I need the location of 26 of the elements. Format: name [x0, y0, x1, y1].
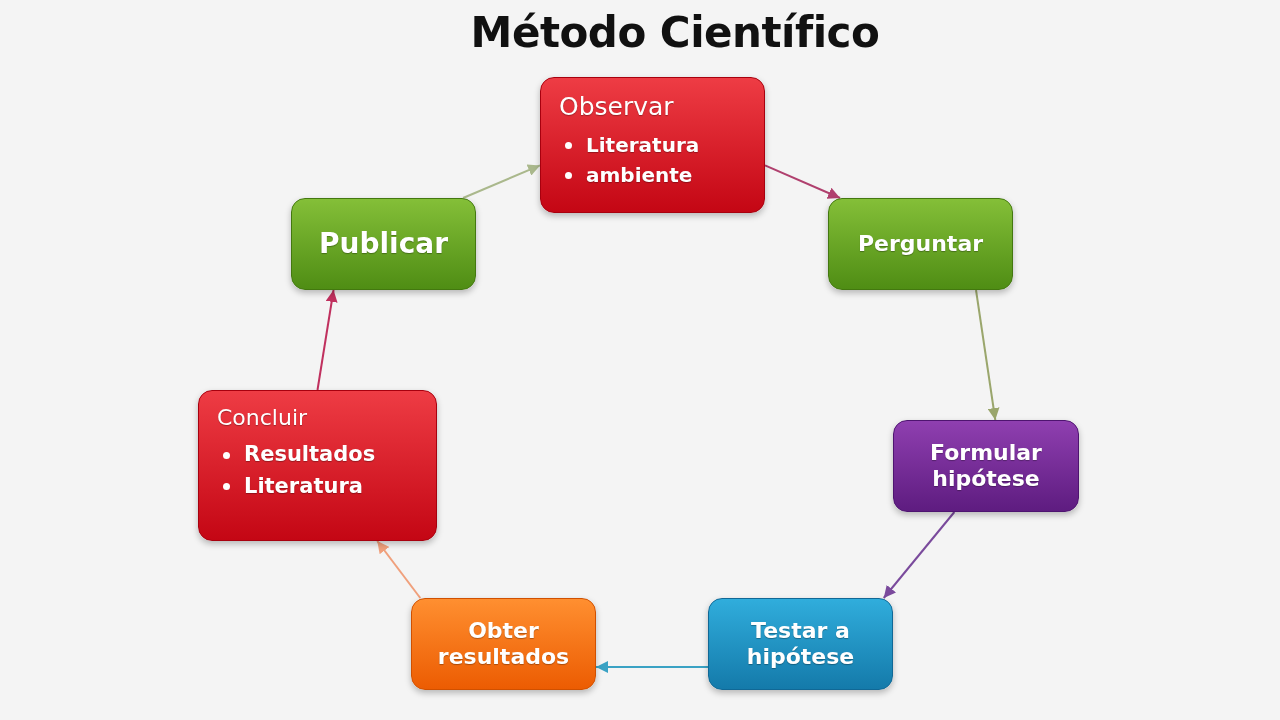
process-box: [411, 598, 596, 690]
box-heading: Observar: [559, 92, 674, 122]
box-heading: Testar a hipótese: [745, 617, 856, 671]
box-heading: Obter resultados: [436, 617, 571, 671]
bullet-text: Resultados: [244, 441, 376, 469]
arrow: [462, 164, 541, 199]
arrow: [764, 164, 842, 199]
arrow: [376, 540, 422, 599]
bullet-text: Literatura: [244, 472, 363, 500]
arrow: [975, 289, 1000, 421]
arrow: [882, 511, 956, 599]
box-heading: Perguntar: [857, 230, 984, 258]
process-box: [893, 420, 1079, 512]
box-heading: Formular hipótese: [929, 439, 1043, 493]
process-box: [540, 77, 765, 213]
process-box: [708, 598, 893, 690]
process-box: [198, 390, 437, 541]
arrow: [595, 661, 709, 673]
box-heading: Concluir: [217, 405, 308, 432]
diagram-title: Método Científico: [470, 8, 880, 57]
bullet-text: Literatura: [586, 132, 700, 159]
box-heading: Publicar: [319, 227, 448, 261]
process-box: [828, 198, 1013, 290]
process-box: [291, 198, 476, 290]
bullet-text: ambiente: [586, 162, 693, 189]
arrow: [316, 289, 338, 391]
